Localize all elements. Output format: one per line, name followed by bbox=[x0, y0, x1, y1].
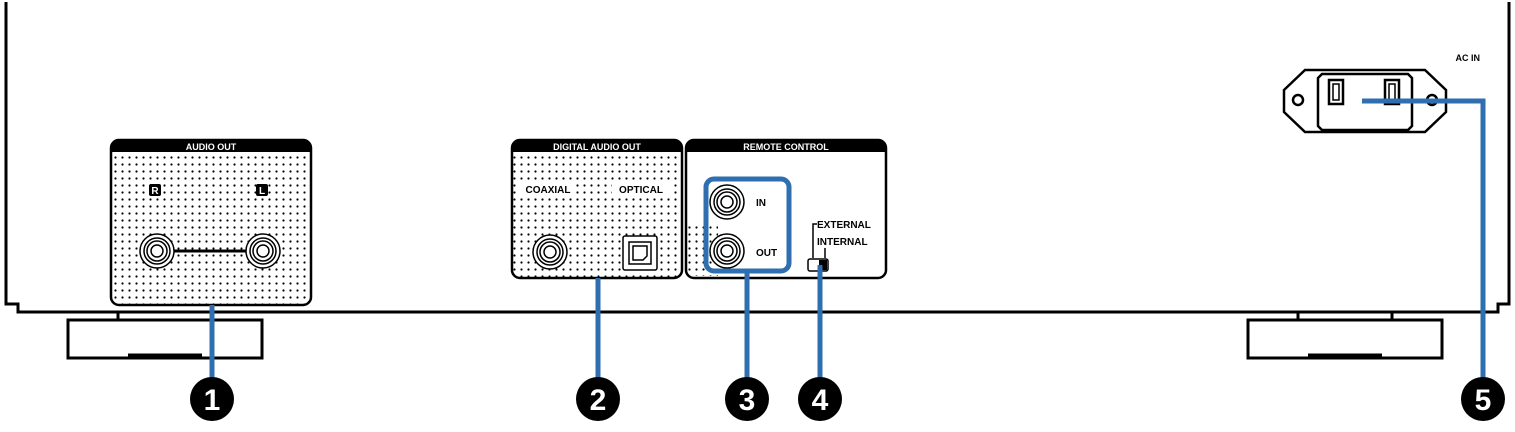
digital-audio-out-title: DIGITAL AUDIO OUT bbox=[553, 142, 641, 152]
svg-text:4: 4 bbox=[812, 384, 829, 417]
remote-control-panel: REMOTE CONTROL IN OUT EXTERNAL INTERNAL bbox=[684, 138, 888, 280]
internal-label: INTERNAL bbox=[817, 237, 868, 248]
svg-text:2: 2 bbox=[590, 384, 607, 417]
callout-3: 3 bbox=[725, 377, 769, 421]
coaxial-jack bbox=[532, 234, 568, 270]
chassis bbox=[4, 2, 1511, 314]
coaxial-label: COAXIAL bbox=[526, 185, 571, 196]
optical-label: OPTICAL bbox=[619, 185, 663, 196]
foot-right bbox=[1246, 310, 1444, 360]
remote-out-label: OUT bbox=[756, 248, 777, 259]
svg-text:5: 5 bbox=[1475, 384, 1492, 417]
callout-2: 2 bbox=[576, 377, 620, 421]
svg-text:3: 3 bbox=[739, 384, 756, 417]
ac-in-label: AC IN bbox=[1456, 53, 1481, 63]
svg-text:1: 1 bbox=[204, 384, 221, 417]
audio-out-panel: AUDIO OUT R L bbox=[109, 138, 313, 307]
optical-jack bbox=[622, 235, 658, 271]
callout-1: 1 bbox=[190, 377, 234, 421]
external-label: EXTERNAL bbox=[817, 220, 871, 231]
callout-5: 5 bbox=[1461, 377, 1505, 421]
callout-4: 4 bbox=[798, 377, 842, 421]
callout-lines bbox=[209, 98, 1486, 380]
remote-out-jack bbox=[709, 233, 745, 269]
remote-in-label: IN bbox=[756, 198, 766, 209]
audio-out-l-label: L bbox=[259, 186, 265, 197]
ac-in-inlet bbox=[1282, 68, 1448, 134]
remote-in-jack bbox=[709, 184, 745, 220]
audio-out-r-label: R bbox=[151, 186, 159, 197]
rca-jack-r bbox=[139, 233, 175, 269]
foot-left bbox=[66, 310, 264, 360]
remote-control-title: REMOTE CONTROL bbox=[743, 142, 829, 152]
digital-audio-out-panel: DIGITAL AUDIO OUT COAXIAL OPTICAL bbox=[510, 138, 684, 280]
rca-jack-l bbox=[245, 233, 281, 269]
audio-out-title: AUDIO OUT bbox=[186, 142, 237, 152]
